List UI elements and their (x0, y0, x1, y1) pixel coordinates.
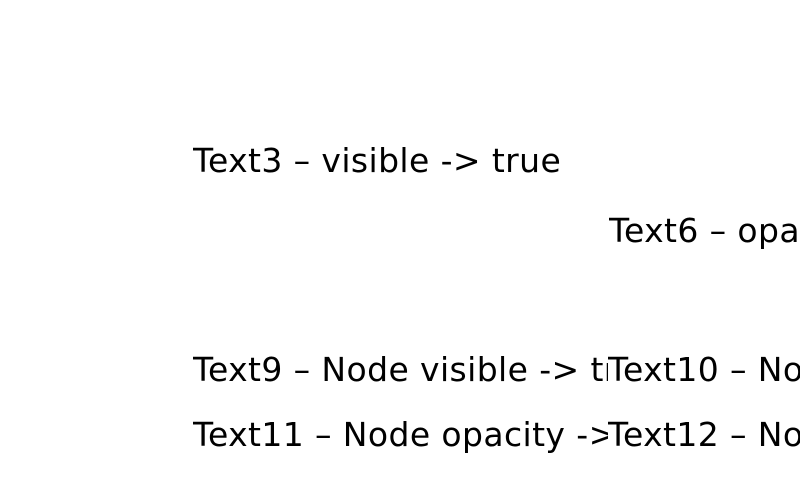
text-label-text6: Text6 – opacity -> 0.5 (609, 214, 800, 250)
text-label-text9: Text9 – Node visible -> true (193, 353, 608, 389)
text-label-text12: Text12 – Node opacity -> 1 (608, 418, 800, 454)
text-label-text3: Text3 – visible -> true (193, 144, 562, 180)
text-label-text10: Text10 – Node visible -> false (608, 353, 800, 389)
text-label-text11: Text11 – Node opacity -> 0.5 (193, 418, 608, 454)
